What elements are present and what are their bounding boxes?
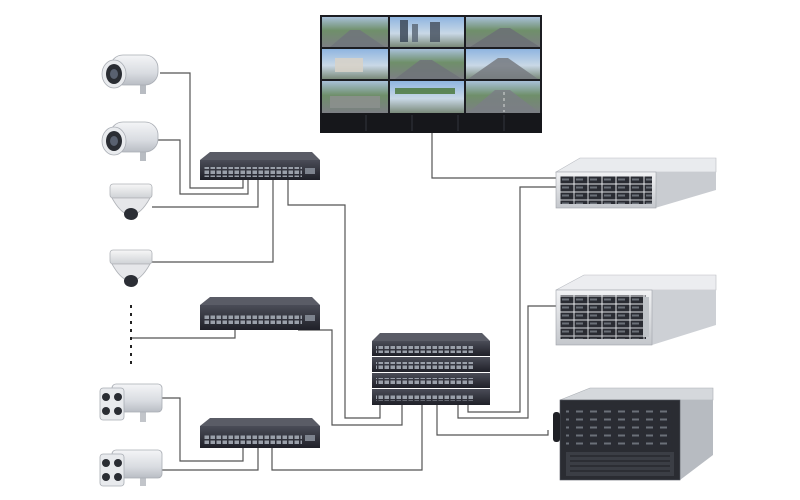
cable-lines bbox=[132, 72, 556, 471]
cable-ir1-switch3 bbox=[162, 397, 244, 462]
cable-switch2-core bbox=[298, 329, 403, 426]
cable-dome1-switch1 bbox=[152, 180, 259, 208]
cable-cam2-switch1 bbox=[158, 139, 249, 195]
dome-camera-1-icon bbox=[109, 183, 153, 220]
cable-ir2-switch3 bbox=[162, 448, 259, 471]
screen-8 bbox=[390, 81, 464, 113]
video-wall-screens bbox=[322, 17, 540, 113]
access-switch-2-icon bbox=[200, 297, 320, 330]
rack-server-1-icon bbox=[554, 157, 717, 209]
dome-camera-2-icon bbox=[109, 249, 153, 287]
cable-more-cams-switch2 bbox=[132, 330, 236, 339]
core-switch-stack-icon bbox=[372, 333, 490, 405]
rack-server-3-icon bbox=[553, 387, 714, 481]
bullet-camera-1-icon bbox=[101, 54, 159, 94]
access-switch-1-icon bbox=[200, 152, 320, 180]
more-cameras-ellipsis-icon bbox=[130, 305, 132, 364]
cable-switch3-core bbox=[271, 405, 423, 471]
cable-core-server2 bbox=[457, 305, 556, 419]
ir-camera-2-icon bbox=[99, 449, 163, 487]
cable-cam1-switch1 bbox=[160, 72, 244, 189]
access-switch-3-icon bbox=[200, 418, 320, 448]
cable-switch1-core bbox=[287, 180, 381, 419]
cable-dome2-switch1 bbox=[152, 180, 274, 263]
cable-core-server1 bbox=[467, 186, 556, 413]
bullet-camera-2-icon bbox=[101, 121, 159, 161]
rack-server-2-icon bbox=[555, 274, 717, 346]
ir-camera-1-icon bbox=[99, 383, 163, 422]
cable-core-server3 bbox=[436, 405, 549, 436]
video-wall bbox=[320, 15, 542, 133]
video-wall-bezel-bottom bbox=[320, 113, 542, 133]
cable-videowall-server1 bbox=[431, 133, 556, 179]
